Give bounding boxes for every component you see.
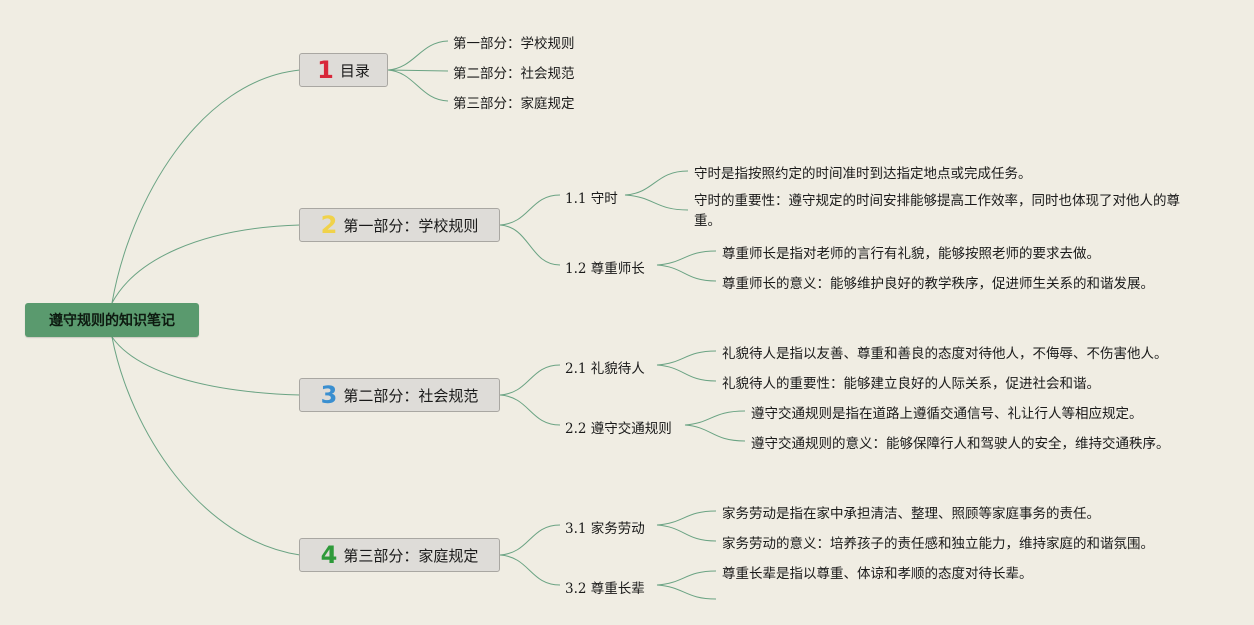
sub-node-3-1[interactable]: 3.1 家务劳动 — [565, 521, 645, 537]
sub-node-1-2[interactable]: 1.2 尊重师长 — [565, 261, 645, 277]
number-1-icon: 1 — [317, 56, 334, 84]
number-3-icon: 3 — [320, 381, 338, 409]
leaf-3-2-a[interactable]: 尊重长辈是指以尊重、体谅和孝顺的态度对待长辈。 — [722, 566, 1033, 582]
toc-item-3[interactable]: 第三部分：家庭规定 — [453, 96, 575, 112]
leaf-2-1-a[interactable]: 礼貌待人是指以友善、尊重和善良的态度对待他人，不侮辱、不伤害他人。 — [722, 346, 1168, 362]
branch-label: 第二部分：社会规范 — [343, 386, 479, 405]
branch-label: 目录 — [339, 61, 370, 80]
leaf-1-2-a[interactable]: 尊重师长是指对老师的言行有礼貌，能够按照老师的要求去做。 — [722, 246, 1100, 262]
sub-node-2-1[interactable]: 2.1 礼貌待人 — [565, 361, 645, 377]
toc-item-1[interactable]: 第一部分：学校规则 — [453, 36, 575, 52]
toc-item-2[interactable]: 第二部分：社会规范 — [453, 66, 575, 82]
leaf-2-1-b[interactable]: 礼貌待人的重要性：能够建立良好的人际关系，促进社会和谐。 — [722, 376, 1100, 392]
leaf-1-1-a[interactable]: 守时是指按照约定的时间准时到达指定地点或完成任务。 — [694, 166, 1032, 182]
leaf-1-2-b[interactable]: 尊重师长的意义：能够维护良好的教学秩序，促进师生关系的和谐发展。 — [722, 276, 1154, 292]
sub-node-2-2[interactable]: 2.2 遵守交通规则 — [565, 421, 672, 437]
number-2-icon: 2 — [320, 211, 338, 239]
branch-node-2[interactable]: 2 第一部分：学校规则 — [299, 208, 500, 242]
branch-node-3[interactable]: 3 第二部分：社会规范 — [299, 378, 500, 412]
branch-label: 第三部分：家庭规定 — [343, 546, 479, 565]
sub-node-1-1[interactable]: 1.1 守时 — [565, 191, 618, 207]
leaf-3-1-b[interactable]: 家务劳动的意义：培养孩子的责任感和独立能力，维持家庭的和谐氛围。 — [722, 536, 1154, 552]
branch-node-1[interactable]: 1 目录 — [299, 53, 388, 87]
sub-node-3-2[interactable]: 3.2 尊重长辈 — [565, 581, 645, 597]
leaf-2-2-a[interactable]: 遵守交通规则是指在道路上遵循交通信号、礼让行人等相应规定。 — [751, 406, 1143, 422]
leaf-1-1-b[interactable]: 守时的重要性：遵守规定的时间安排能够提高工作效率，同时也体现了对他人的尊重。 — [694, 193, 1180, 229]
number-4-icon: 4 — [320, 541, 338, 569]
branch-label: 第一部分：学校规则 — [343, 216, 479, 235]
leaf-3-1-a[interactable]: 家务劳动是指在家中承担清洁、整理、照顾等家庭事务的责任。 — [722, 506, 1100, 522]
leaf-2-2-b[interactable]: 遵守交通规则的意义：能够保障行人和驾驶人的安全，维持交通秩序。 — [751, 436, 1170, 452]
root-label: 遵守规则的知识笔记 — [49, 313, 175, 329]
branch-node-4[interactable]: 4 第三部分：家庭规定 — [299, 538, 500, 572]
root-node[interactable]: 遵守规则的知识笔记 — [25, 303, 199, 337]
